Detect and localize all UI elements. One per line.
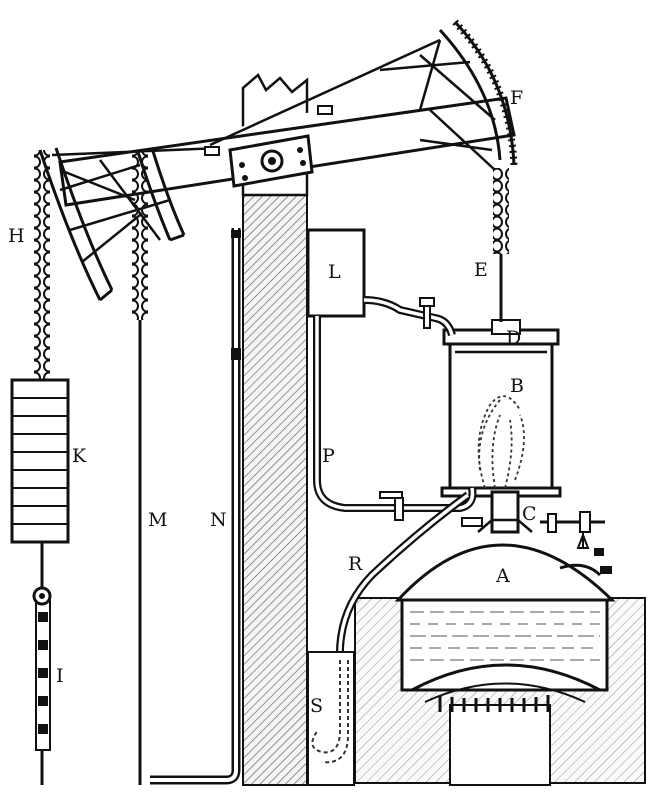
counterweight xyxy=(10,378,70,544)
label-m: M xyxy=(148,509,167,531)
chains xyxy=(34,150,509,380)
working-beam xyxy=(38,19,518,302)
rods-and-pipes xyxy=(32,228,503,785)
label-p: P xyxy=(322,445,335,467)
label-h: H xyxy=(8,225,25,247)
boiler xyxy=(394,543,616,703)
eduction-pipe xyxy=(335,491,483,661)
label-k: K xyxy=(72,445,87,467)
part-labels: A B C D E F H I K L M N P R S xyxy=(8,87,537,717)
injection-pipe xyxy=(313,316,477,521)
label-a: A xyxy=(495,565,510,587)
safety-valve xyxy=(540,511,612,577)
hot-well xyxy=(307,651,355,786)
label-b: B xyxy=(510,375,524,397)
label-r: R xyxy=(348,553,363,575)
label-e: E xyxy=(474,259,488,281)
cylinder xyxy=(440,319,562,534)
engine-house-wall xyxy=(241,73,309,786)
water-cistern xyxy=(306,228,456,337)
label-l: L xyxy=(328,261,341,283)
label-s: S xyxy=(310,695,323,717)
label-f: F xyxy=(510,87,523,109)
label-i: I xyxy=(56,665,64,687)
label-c: C xyxy=(522,503,537,525)
label-n: N xyxy=(210,509,227,531)
label-d: D xyxy=(506,327,521,349)
